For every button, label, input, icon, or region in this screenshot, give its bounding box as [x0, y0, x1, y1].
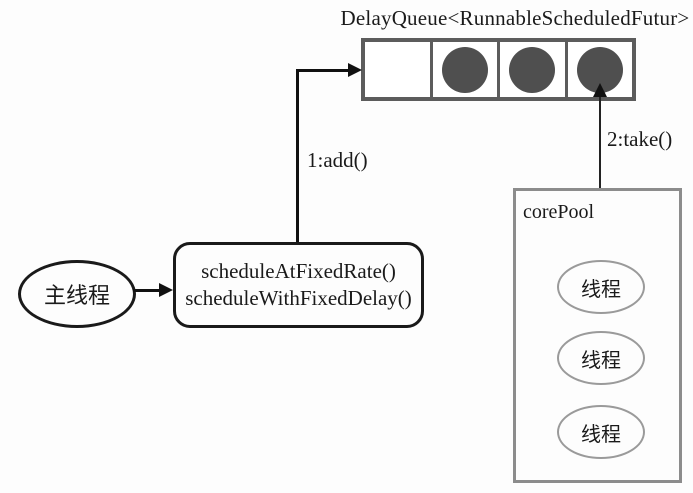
take-label: 2:take()	[607, 127, 673, 151]
add-arrow-line-horizontal	[296, 69, 349, 72]
add-label: 1:add()	[307, 148, 368, 172]
queue-cell-3	[500, 42, 568, 97]
task-dot-icon	[441, 46, 488, 93]
add-arrowhead-icon	[348, 63, 362, 77]
thread-label: 线程	[581, 278, 621, 301]
schedule-method-line1: scheduleAtFixedRate()	[201, 258, 396, 283]
main-thread-arrow-line	[133, 289, 161, 292]
task-dot-icon	[509, 46, 556, 93]
main-thread-arrowhead-icon	[159, 283, 173, 297]
thread-ellipse: 线程	[557, 405, 645, 459]
core-pool-title: corePool	[523, 201, 595, 223]
queue-cell-2	[433, 42, 500, 97]
main-thread-ellipse: 主线程	[18, 260, 136, 328]
thread-ellipse: 线程	[557, 331, 645, 385]
delay-queue-box	[361, 38, 636, 101]
take-arrowhead-icon	[593, 83, 607, 97]
queue-cell-1	[365, 42, 433, 97]
take-arrow-line-vertical	[599, 96, 601, 264]
delay-queue-title: DelayQueue<RunnableScheduledFutur>	[340, 6, 690, 30]
thread-ellipse: 线程	[557, 260, 645, 314]
schedule-methods-box: scheduleAtFixedRate() scheduleWithFixedD…	[173, 242, 424, 328]
main-thread-label: 主线程	[43, 283, 110, 308]
thread-label: 线程	[581, 349, 621, 372]
thread-label: 线程	[581, 423, 621, 446]
schedule-method-line2: scheduleWithFixedDelay()	[185, 286, 412, 310]
add-arrow-line-vertical	[296, 70, 299, 243]
